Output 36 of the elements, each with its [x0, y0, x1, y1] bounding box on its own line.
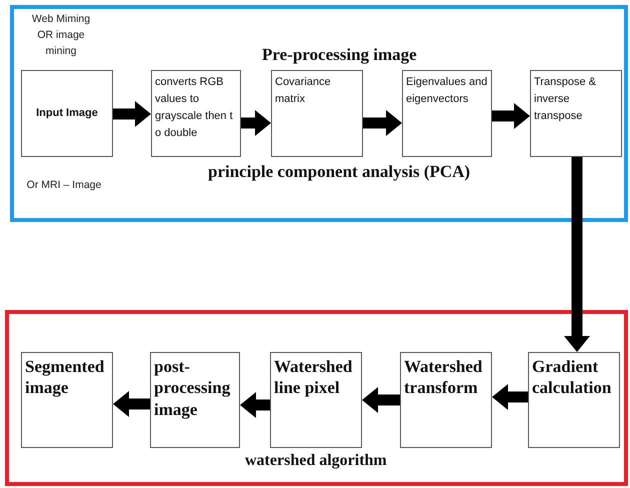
box-label: Watershed transform [404, 356, 484, 398]
group-panel [5, 310, 628, 486]
box-label: Transpose & inverse transpose [534, 75, 597, 124]
box-label: Gradient calculation [532, 356, 612, 398]
box-label: post-processing image [154, 356, 232, 420]
box-label: Covariance matrix [275, 75, 332, 108]
process-box [400, 352, 492, 448]
block-arrow [240, 392, 270, 418]
box-label: Watershed line pixel [274, 356, 354, 398]
process-box [21, 352, 113, 448]
process-box [151, 70, 241, 157]
box-label: Eigenvalues and eigenvectors [406, 75, 488, 108]
process-box [271, 70, 363, 157]
block-arrow [363, 110, 402, 136]
process-box [21, 70, 113, 157]
box-label: converts RGB values to grayscale then t o double [155, 75, 234, 142]
box-label: Segmented image [25, 356, 106, 398]
process-box [402, 70, 492, 157]
process-box [528, 352, 620, 448]
side-note: Web Miming OR image mining [30, 12, 92, 58]
block-arrow [492, 103, 530, 129]
block-arrow [492, 384, 528, 410]
process-box [530, 70, 622, 157]
block-arrow [113, 391, 150, 417]
side-note: Or MRI – Image [26, 178, 102, 193]
block-arrow [564, 157, 590, 352]
box-label: Input Image [36, 106, 98, 121]
panel-heading: principle component analysis (PCA) [208, 162, 470, 182]
process-box [270, 352, 362, 448]
block-arrow [113, 101, 151, 127]
block-arrow [241, 110, 271, 136]
panel-heading: watershed algorithm [245, 452, 387, 470]
panel-heading: Pre-processing image [262, 45, 417, 65]
group-panel [10, 5, 628, 222]
process-box [150, 352, 240, 448]
block-arrow [362, 387, 400, 413]
